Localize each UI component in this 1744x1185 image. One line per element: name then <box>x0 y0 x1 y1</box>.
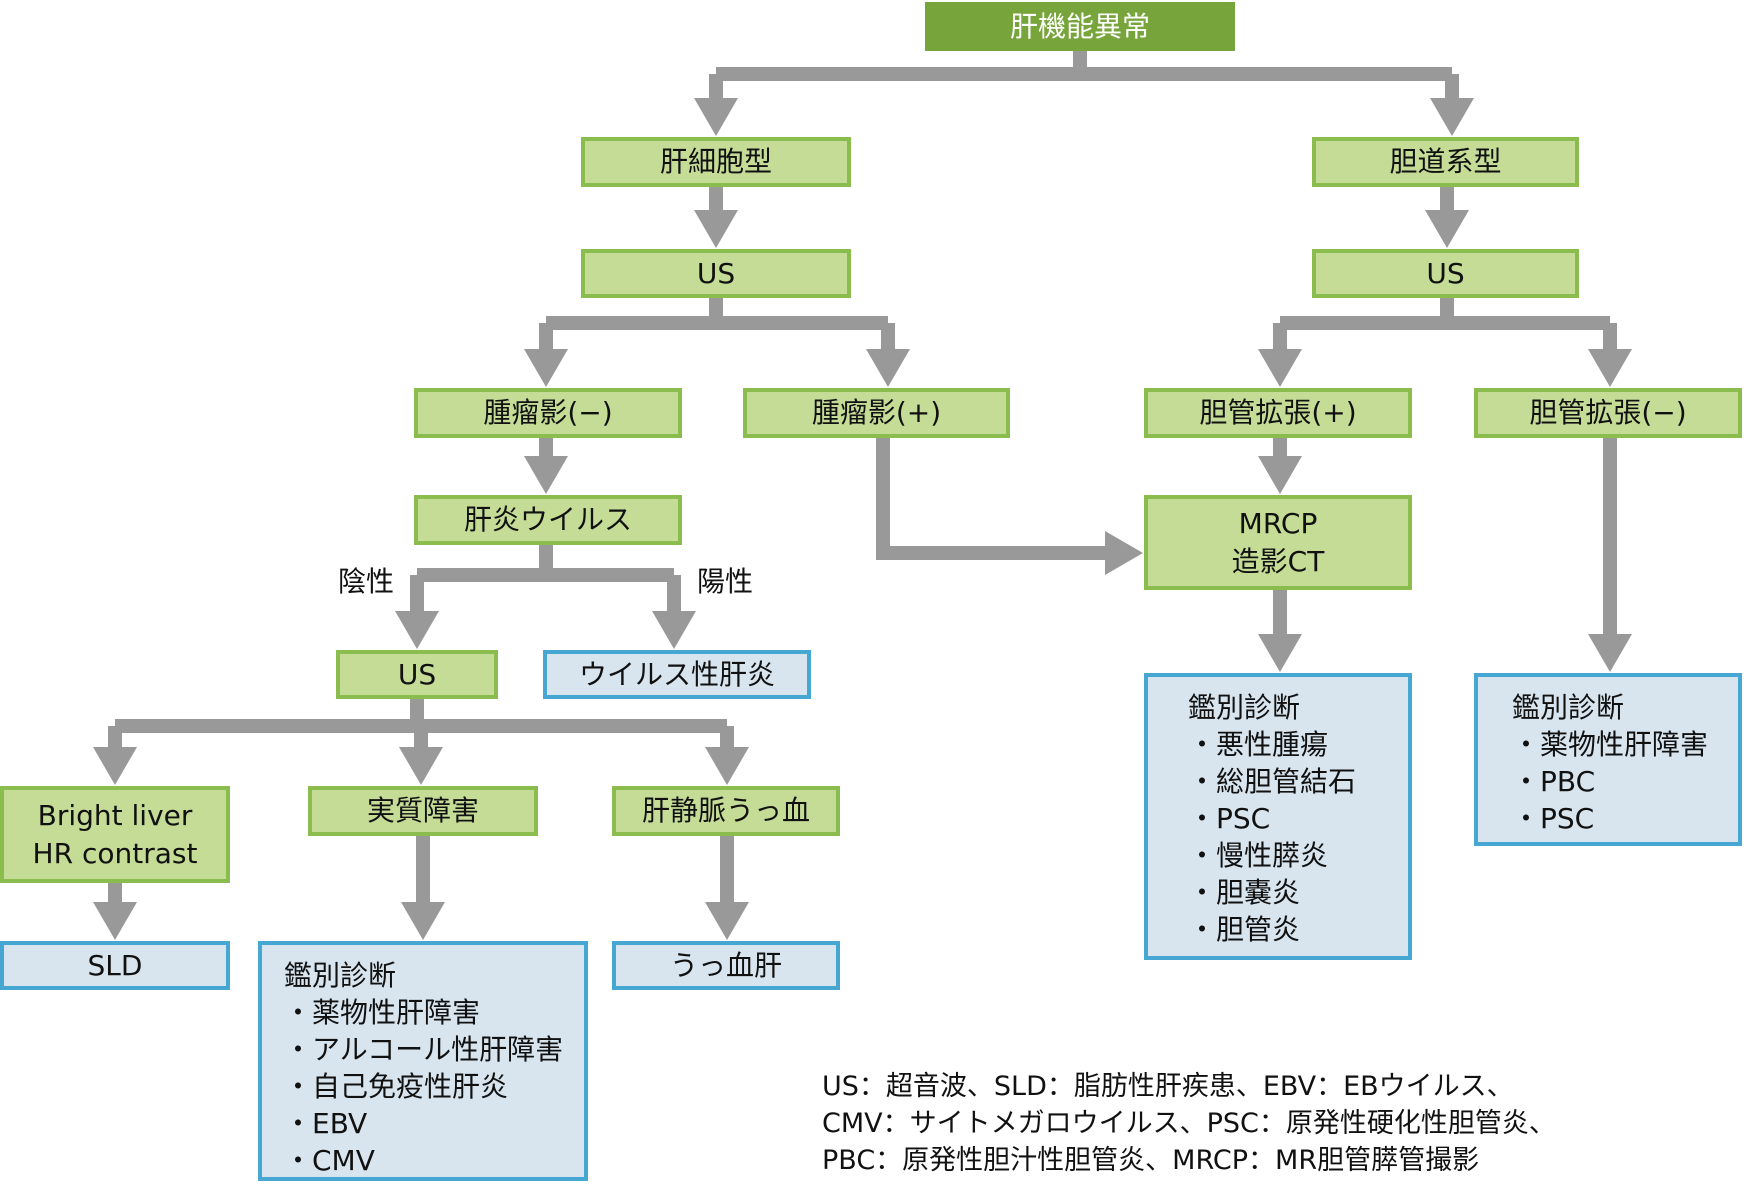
node-label: 実質障害 <box>366 794 479 827</box>
legend-line: US：超音波、SLD：脂肪性肝疾患、EBV：EBウイルス、 <box>822 1071 1514 1102</box>
node-biliary: 胆道系型 <box>1312 137 1579 187</box>
node-label: US <box>1426 256 1465 290</box>
arrowhead-icon <box>705 747 749 785</box>
differential-heading: 鑑別診断 <box>284 959 397 992</box>
differential-item: ・EBV <box>284 1107 368 1140</box>
node-us-right: US <box>1312 249 1579 298</box>
node-duct-dilation-positive: 胆管拡張(+) <box>1144 388 1412 438</box>
differential-heading: 鑑別診断 <box>1512 691 1625 724</box>
abbreviation-legend: US：超音波、SLD：脂肪性肝疾患、EBV：EBウイルス、 CMV：サイトメガロ… <box>822 1068 1556 1179</box>
differential-item: ・総胆管結石 <box>1188 765 1357 798</box>
node-label: ウイルス性肝炎 <box>578 657 775 691</box>
arrowhead-icon <box>1258 456 1302 494</box>
differential-item: ・PSC <box>1188 802 1271 835</box>
differential-item: ・薬物性肝障害 <box>1512 728 1709 761</box>
node-label: 胆管拡張(−) <box>1529 396 1687 429</box>
arrowhead-icon <box>1425 210 1469 248</box>
node-label-line2: HR contrast <box>32 836 198 870</box>
node-label-line1: MRCP <box>1238 506 1318 540</box>
node-label: SLD <box>87 948 143 982</box>
arrowhead-icon <box>93 747 137 785</box>
arrowhead-icon <box>399 747 443 785</box>
node-label: US <box>696 256 736 290</box>
node-duct-dilation-negative: 胆管拡張(−) <box>1474 388 1742 438</box>
differential-item: ・悪性腫瘍 <box>1188 728 1329 761</box>
node-bright-liver: Bright liver HR contrast <box>0 786 230 883</box>
node-tumor-positive: 腫瘤影(+) <box>743 388 1010 438</box>
node-tumor-negative: 腫瘤影(−) <box>414 388 682 438</box>
differential-item: ・胆管炎 <box>1188 913 1301 946</box>
arrowhead-icon <box>1258 349 1302 387</box>
edge-label-positive: 陽性 <box>697 565 754 598</box>
node-us-left: US <box>581 249 851 298</box>
node-us-lower: US <box>336 650 498 699</box>
connector-line <box>876 438 1110 560</box>
differential-item: ・PSC <box>1512 802 1595 835</box>
arrowhead-icon <box>694 98 738 136</box>
root-label: 肝機能異常 <box>1009 9 1150 43</box>
arrowhead-icon <box>401 902 445 940</box>
differential-item: ・自己免疫性肝炎 <box>284 1070 509 1103</box>
differential-parenchymal: 鑑別診断 ・薬物性肝障害 ・アルコール性肝障害 ・自己免疫性肝炎 ・EBV ・C… <box>258 941 588 1181</box>
arrowhead-icon <box>1258 634 1302 672</box>
node-label: 胆管拡張(+) <box>1199 396 1357 429</box>
arrowhead-icon <box>1105 531 1143 575</box>
differential-heading: 鑑別診断 <box>1188 691 1301 724</box>
node-label: 腫瘤影(+) <box>811 396 942 429</box>
edge-label-negative: 陰性 <box>338 565 395 598</box>
node-hepatocellular: 肝細胞型 <box>581 137 851 187</box>
node-congestive-liver: うっ血肝 <box>612 941 840 990</box>
differential-item: ・胆嚢炎 <box>1188 876 1301 909</box>
differential-item: ・CMV <box>284 1144 375 1177</box>
arrowhead-icon <box>1588 634 1632 672</box>
node-hepatic-congestion: 肝静脈うっ血 <box>612 786 840 836</box>
differential-duct-dilation-negative: 鑑別診断 ・薬物性肝障害 ・PBC ・PSC <box>1474 673 1742 846</box>
node-label-line2: 造影CT <box>1231 544 1325 578</box>
node-viral-hepatitis: ウイルス性肝炎 <box>543 650 811 699</box>
arrowhead-icon <box>705 902 749 940</box>
node-sld: SLD <box>0 941 230 990</box>
differential-item: ・慢性膵炎 <box>1188 839 1329 872</box>
node-label-line1: Bright liver <box>37 798 193 832</box>
arrowhead-icon <box>866 349 910 387</box>
node-hepatitis-virus: 肝炎ウイルス <box>414 495 682 545</box>
legend-line: CMV：サイトメガロウイルス、PSC：原発性硬化性胆管炎、 <box>822 1108 1556 1139</box>
node-label: 胆道系型 <box>1389 145 1502 178</box>
node-mrcp-ct: MRCP 造影CT <box>1144 495 1412 590</box>
root-node-liver-dysfunction: 肝機能異常 <box>925 2 1235 51</box>
differential-item: ・アルコール性肝障害 <box>284 1033 564 1066</box>
arrowhead-icon <box>524 349 568 387</box>
arrowhead-icon <box>93 902 137 940</box>
node-label: 肝細胞型 <box>659 145 772 178</box>
legend-line: PBC：原発性胆汁性胆管炎、MRCP：MR胆管膵管撮影 <box>822 1145 1480 1176</box>
node-label: 肝炎ウイルス <box>463 503 632 536</box>
node-label: US <box>397 657 437 691</box>
arrowhead-icon <box>694 210 738 248</box>
arrowhead-icon <box>652 611 696 649</box>
differential-item: ・PBC <box>1512 765 1596 798</box>
node-label: 腫瘤影(−) <box>483 396 613 429</box>
node-parenchymal-damage: 実質障害 <box>308 786 538 836</box>
arrowhead-icon <box>524 456 568 494</box>
differential-item: ・薬物性肝障害 <box>284 996 481 1029</box>
arrowhead-icon <box>1588 349 1632 387</box>
differential-duct-dilation-positive: 鑑別診断 ・悪性腫瘍 ・総胆管結石 ・PSC ・慢性膵炎 ・胆嚢炎 ・胆管炎 <box>1144 673 1412 960</box>
node-label: 肝静脈うっ血 <box>641 794 810 827</box>
arrowhead-icon <box>1430 98 1474 136</box>
node-label: うっ血肝 <box>669 948 782 982</box>
arrowhead-icon <box>395 611 439 649</box>
